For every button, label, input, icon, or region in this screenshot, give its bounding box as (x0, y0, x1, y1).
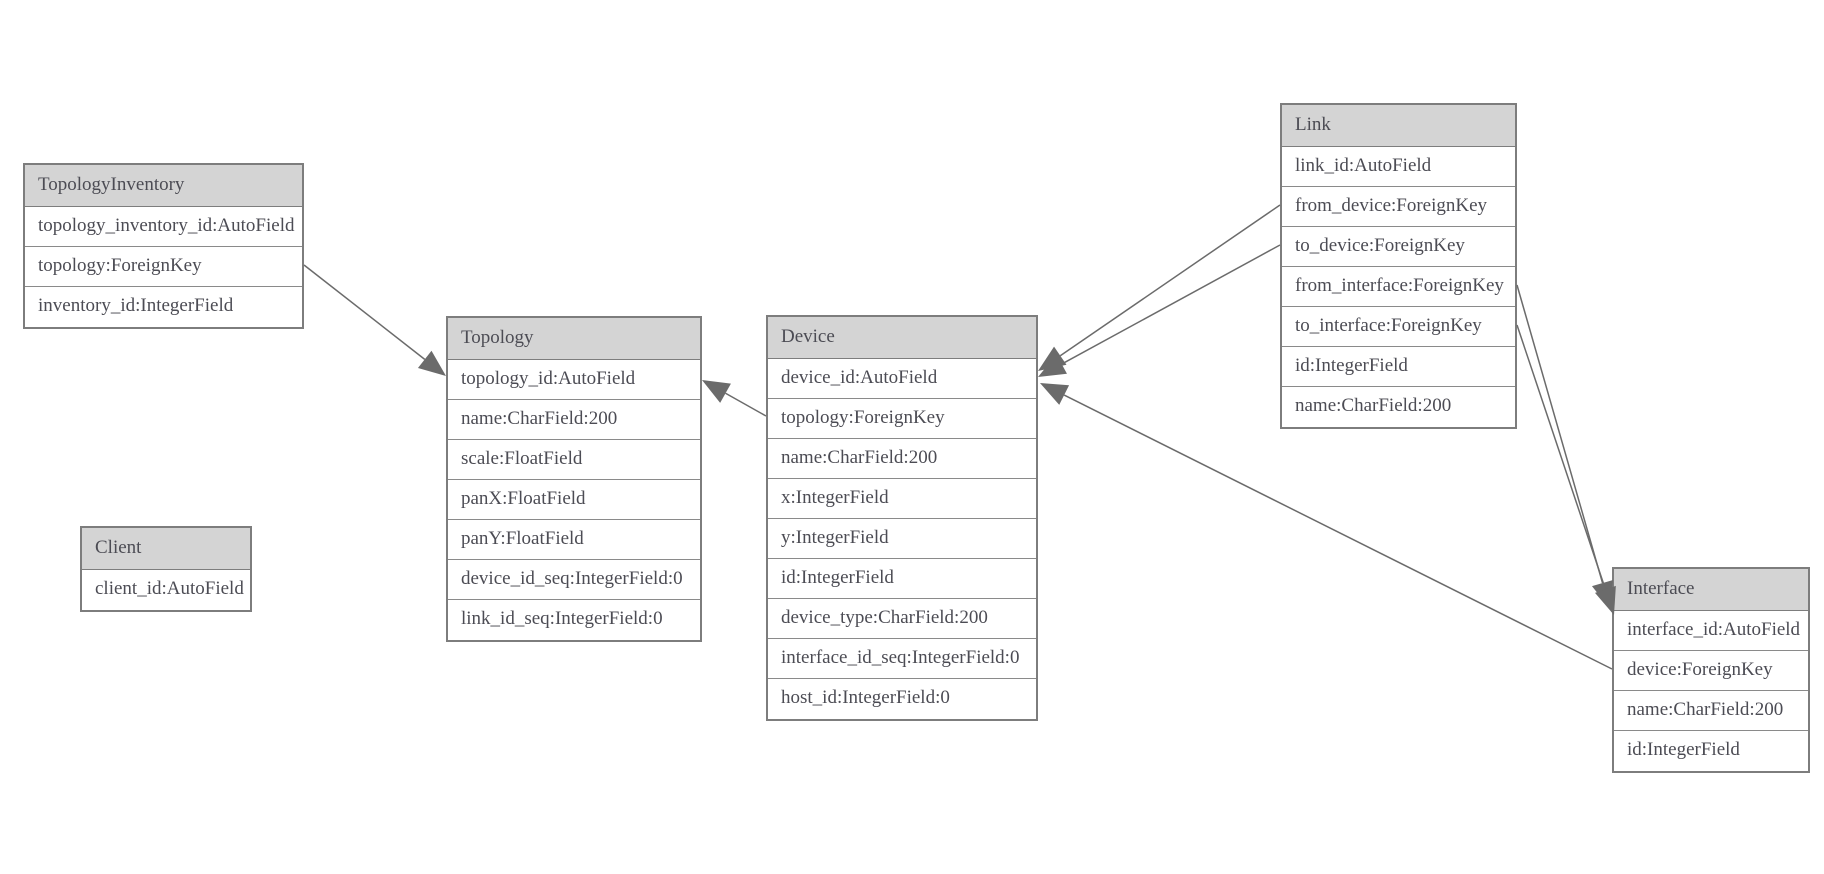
relation-link-from-interface (1516, 284, 1614, 609)
entity-field-row: interface_id:AutoField (1614, 611, 1808, 651)
entity-field-row: link_id:AutoField (1282, 147, 1515, 187)
arrowhead-icon (1591, 580, 1614, 609)
entity-field-row: device_id_seq:IntegerField:0 (448, 560, 700, 600)
entity-field-row: name:CharField:200 (1282, 387, 1515, 427)
entity-title: Link (1282, 105, 1515, 147)
arrowhead-icon (1040, 383, 1070, 405)
arrowhead-icon (1038, 346, 1067, 371)
entity-title: Device (768, 317, 1036, 359)
arrowhead-icon (702, 380, 731, 403)
entity-field-row: link_id_seq:IntegerField:0 (448, 600, 700, 640)
relation-line (1516, 284, 1604, 584)
entity-title: TopologyInventory (25, 165, 302, 207)
relation-line (1516, 324, 1607, 590)
relation-device-topology (702, 380, 767, 417)
entity-title: Interface (1614, 569, 1808, 611)
entity-field-row: y:IntegerField (768, 519, 1036, 559)
entity-field-row: topology_id:AutoField (448, 360, 700, 400)
entity-field-row: to_device:ForeignKey (1282, 227, 1515, 267)
entity-field-row: device_id:AutoField (768, 359, 1036, 399)
entity-field-row: from_device:ForeignKey (1282, 187, 1515, 227)
arrowhead-icon (417, 350, 446, 376)
arrowhead-icon (1038, 354, 1067, 377)
entity-title: Client (82, 528, 250, 570)
entity-field-row: from_interface:ForeignKey (1282, 267, 1515, 307)
entity-field-row: device_type:CharField:200 (768, 599, 1036, 639)
entity-field-row: panX:FloatField (448, 480, 700, 520)
entity-field-row: interface_id_seq:IntegerField:0 (768, 639, 1036, 679)
relation-line (725, 392, 767, 417)
relation-line (303, 264, 426, 360)
relation-topologyinventory-topology (303, 264, 446, 376)
relation-line (1063, 394, 1613, 670)
entity-field-row: topology_inventory_id:AutoField (25, 207, 302, 247)
entity-field-row: client_id:AutoField (82, 570, 250, 610)
entity-field-row: name:CharField:200 (768, 439, 1036, 479)
entity-field-row: name:CharField:200 (1614, 691, 1808, 731)
entity-field-row: topology:ForeignKey (25, 247, 302, 287)
relation-line (1061, 244, 1281, 365)
entity-field-row: name:CharField:200 (448, 400, 700, 440)
relation-line (1059, 204, 1281, 357)
entity-field-row: inventory_id:IntegerField (25, 287, 302, 327)
entity-field-row: x:IntegerField (768, 479, 1036, 519)
entity-field-row: to_interface:ForeignKey (1282, 307, 1515, 347)
entity-title: Topology (448, 318, 700, 360)
entity-field-row: id:IntegerField (1614, 731, 1808, 771)
relation-link-to-interface (1516, 324, 1616, 615)
entity-field-row: id:IntegerField (768, 559, 1036, 599)
entity-field-row: scale:FloatField (448, 440, 700, 480)
entity-field-row: host_id:IntegerField:0 (768, 679, 1036, 719)
relation-link-to-device (1038, 244, 1281, 377)
entity-field-row: device:ForeignKey (1614, 651, 1808, 691)
relation-link-from-device (1038, 204, 1281, 371)
entity-field-row: topology:ForeignKey (768, 399, 1036, 439)
entity-field-row: panY:FloatField (448, 520, 700, 560)
entity-field-row: id:IntegerField (1282, 347, 1515, 387)
